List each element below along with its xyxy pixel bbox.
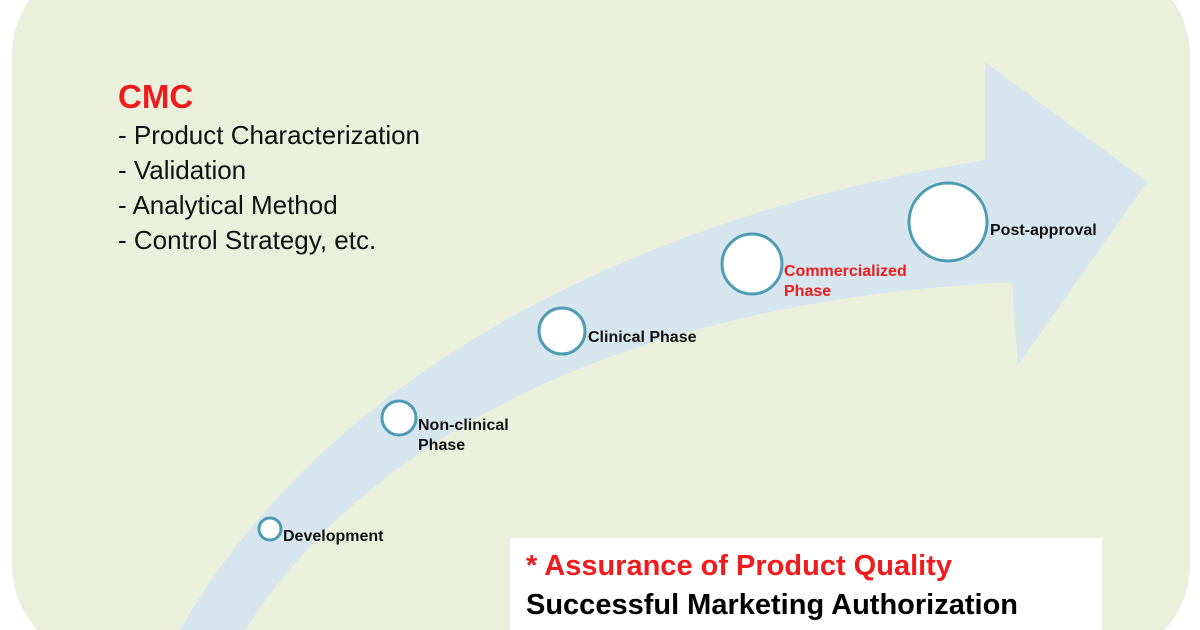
stage-marker-non-clinical <box>380 399 418 437</box>
stage-marker-clinical <box>537 306 587 356</box>
cmc-list: - Product Characterization - Validation … <box>118 118 420 258</box>
marketing-authorization-text: Successful Marketing Authorization <box>526 589 1018 621</box>
progress-arrow <box>180 62 1147 630</box>
cmc-item: - Control Strategy, etc. <box>118 225 377 255</box>
stage-marker-post-approval <box>907 181 989 263</box>
stage-marker-development <box>257 516 283 542</box>
quality-box: * Assurance of Product Quality Successfu… <box>510 538 1102 630</box>
stage-label-commercialized: Commercialized Phase <box>784 262 907 302</box>
quality-assurance-text: * Assurance of Product Quality <box>526 550 952 582</box>
stage-label-non-clinical: Non-clinical Phase <box>418 416 509 456</box>
stage-label-development: Development <box>283 527 383 547</box>
stage-label-line: Clinical Phase <box>588 329 697 346</box>
cmc-item: - Analytical Method <box>118 190 338 220</box>
stage-label-line: Commercialized <box>784 263 907 280</box>
stage-label-line: Development <box>283 528 384 545</box>
stage-label-line: Phase <box>418 437 466 454</box>
stage-label-clinical: Clinical Phase <box>588 328 697 348</box>
cmc-item: - Validation <box>118 155 247 185</box>
stage-label-line: Non-clinical <box>418 417 509 434</box>
cmc-item: - Product Characterization <box>118 120 421 150</box>
cmc-title: CMC <box>118 78 194 115</box>
stage-label-line: Phase <box>784 283 832 300</box>
stage-marker-commercialized <box>720 232 784 296</box>
stage-label-line: Post-approval <box>990 222 1097 239</box>
stage-label-post-approval: Post-approval <box>990 221 1097 241</box>
